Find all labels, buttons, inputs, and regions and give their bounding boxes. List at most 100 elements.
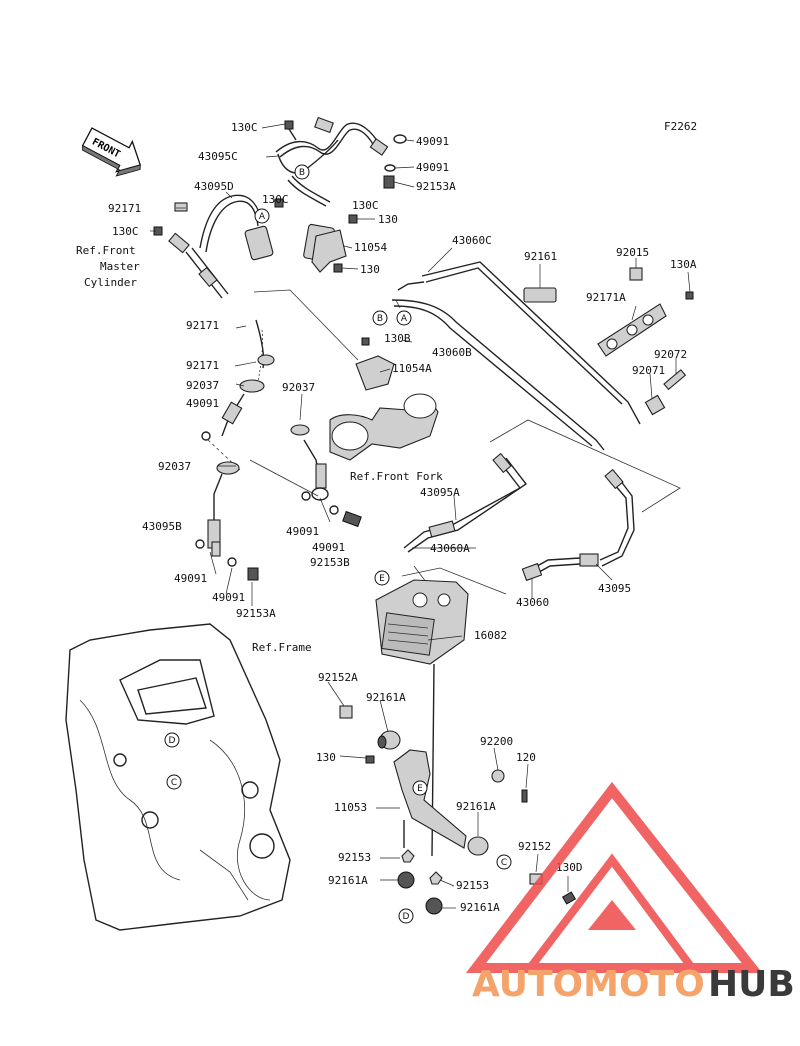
- part-label: 49091: [174, 572, 207, 585]
- part-label: 130C: [231, 121, 258, 134]
- part-label: 49091: [312, 541, 345, 554]
- callout-a2: A: [396, 310, 412, 326]
- leader-lines: [150, 123, 691, 909]
- watermark-text-part1: AUTOMOTO: [472, 964, 705, 1005]
- part-label: 120: [516, 751, 536, 764]
- part-label: 92153A: [236, 607, 276, 620]
- part-label: 92161A: [460, 901, 500, 914]
- brake-line-43060b: [391, 299, 605, 451]
- svg-text:E: E: [379, 574, 385, 584]
- part-label: 92171: [186, 359, 219, 372]
- part-label: 92161A: [456, 800, 496, 813]
- part-label: 43060A: [430, 542, 470, 555]
- part-label: 130: [316, 751, 336, 764]
- dampers: [339, 705, 577, 915]
- brake-hose-43095a-left: [290, 424, 362, 528]
- frame-outline: [65, 623, 291, 931]
- part-label: 92153A: [416, 180, 456, 193]
- brake-line-43060c: [397, 261, 641, 425]
- part-label: 43095: [598, 582, 631, 595]
- bracket-11054: [311, 229, 347, 273]
- part-label: 130C: [112, 225, 139, 238]
- callout-c1: C: [166, 774, 182, 790]
- ref-master-cylinder-line2: Master: [100, 260, 140, 273]
- part-label: 130: [378, 213, 398, 226]
- part-label: 92072: [654, 348, 687, 361]
- part-label: 130A: [670, 258, 697, 271]
- ref-master-cylinder-line3: Cylinder: [84, 276, 137, 289]
- ref-master-cylinder-line1: Ref.Front: [76, 244, 136, 257]
- bracket-92171a: [597, 267, 694, 357]
- part-label: 92037: [158, 460, 191, 473]
- part-label: 92171: [108, 202, 141, 215]
- callout-a1: A: [254, 208, 270, 224]
- diagram-code: F2262: [664, 120, 697, 133]
- part-label: 92153: [338, 851, 371, 864]
- svg-text:D: D: [403, 912, 410, 922]
- part-label: 49091: [416, 161, 449, 174]
- part-label: 92152: [518, 840, 551, 853]
- master-cylinder-fitting: [168, 202, 229, 299]
- callout-b1: B: [294, 164, 310, 180]
- part-label: 49091: [186, 397, 219, 410]
- callout-e1: E: [374, 570, 390, 586]
- callout-c2: C: [496, 854, 512, 870]
- part-label: 92153B: [310, 556, 350, 569]
- part-label: 49091: [416, 135, 449, 148]
- part-label: 43095A: [420, 486, 460, 499]
- brake-hose-43095: [579, 468, 635, 567]
- part-label: 43095C: [198, 150, 238, 163]
- svg-text:C: C: [171, 778, 177, 788]
- svg-text:E: E: [417, 784, 423, 794]
- part-label: 43060: [516, 596, 549, 609]
- front-fork-bracket: [329, 393, 439, 461]
- watermark-logo-icon: [465, 781, 763, 973]
- ref-front-fork: Ref.Front Fork: [350, 470, 443, 483]
- part-label: 92161A: [328, 874, 368, 887]
- part-label: 92161A: [366, 691, 406, 704]
- svg-text:B: B: [299, 168, 305, 178]
- hose-43095c: [275, 116, 389, 174]
- svg-text:C: C: [501, 858, 507, 868]
- grommet-92072: [663, 369, 687, 391]
- svg-text:A: A: [401, 314, 408, 324]
- part-label: 92161: [524, 250, 557, 263]
- part-label: 92037: [282, 381, 315, 394]
- callout-d1: D: [164, 732, 180, 748]
- part-label: 92200: [480, 735, 513, 748]
- ref-frame: Ref.Frame: [252, 641, 312, 654]
- part-label: 43095B: [142, 520, 182, 533]
- clamp-92161: [523, 287, 557, 303]
- svg-text:B: B: [377, 314, 383, 324]
- brake-hose-43095a: [403, 452, 528, 553]
- part-label: 92037: [186, 379, 219, 392]
- part-label: 92153: [456, 879, 489, 892]
- bracket-11053: [393, 749, 467, 849]
- part-label: 92171: [186, 319, 219, 332]
- part-label: 130C: [352, 199, 379, 212]
- part-label: 130B: [384, 332, 411, 345]
- bolts-top: [153, 120, 407, 273]
- brake-pipe-43060: [521, 557, 581, 582]
- brake-hose-43095b: [195, 319, 275, 581]
- callout-b2: B: [372, 310, 388, 326]
- callout-d2: D: [398, 908, 414, 924]
- part-label: 49091: [286, 525, 319, 538]
- callout-e2: E: [412, 780, 428, 796]
- part-label: 43060C: [452, 234, 492, 247]
- part-label: 92171A: [586, 291, 626, 304]
- part-label: 16082: [474, 629, 507, 642]
- part-label: 130C: [262, 193, 289, 206]
- watermark-text-part2: HUB: [708, 964, 795, 1005]
- connector-lines: [249, 289, 681, 595]
- part-label: 11053: [334, 801, 367, 814]
- part-label: 130: [360, 263, 380, 276]
- svg-text:D: D: [169, 736, 176, 746]
- part-label: 11054A: [392, 362, 432, 375]
- abs-unit-16082: [375, 579, 469, 857]
- svg-text:A: A: [259, 212, 266, 222]
- front-arrow-icon: FRONT: [81, 127, 142, 177]
- part-label: 49091: [212, 591, 245, 604]
